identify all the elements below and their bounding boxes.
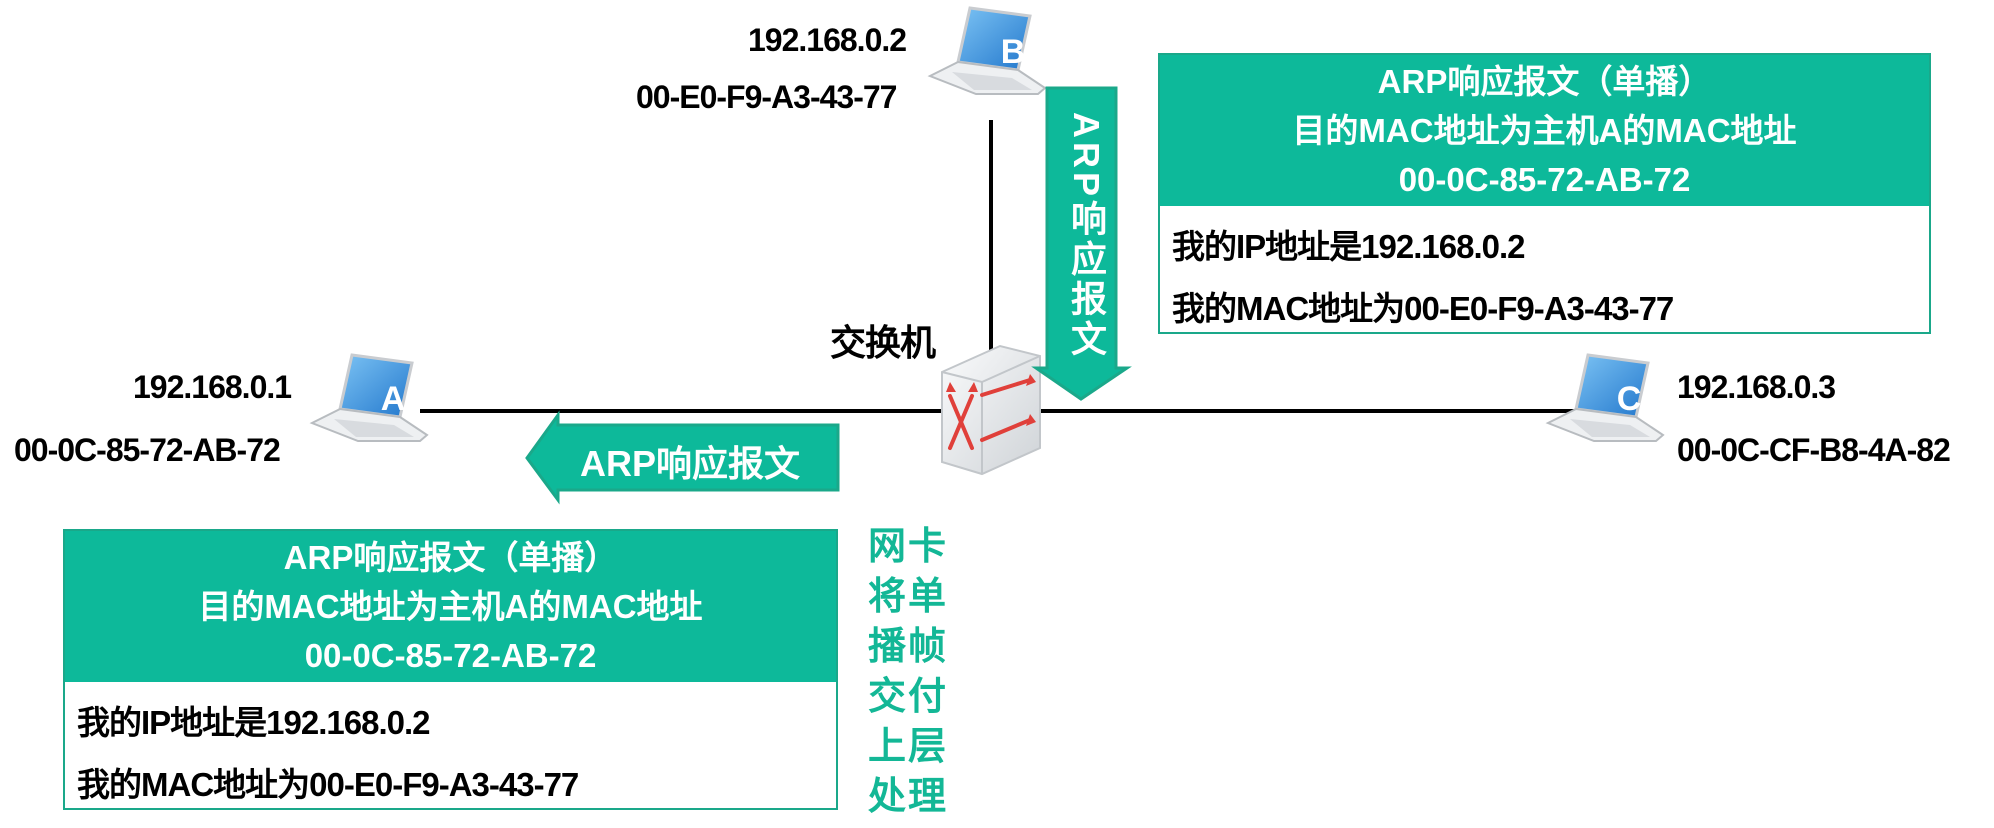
arrow-switch-to-a	[525, 410, 840, 505]
switch-label: 交换机	[830, 322, 936, 363]
packet-bottom-header-line2: 目的MAC地址为主机A的MAC地址	[198, 588, 703, 625]
host-a-ip: 192.168.0.1	[133, 369, 292, 405]
host-a-mac: 00-0C-85-72-AB-72	[14, 432, 281, 468]
arrow-b-to-switch	[1031, 86, 1132, 401]
packet-box-top-header: ARP响应报文（单播） 目的MAC地址为主机A的MAC地址 00-0C-85-7…	[1160, 55, 1929, 206]
switch-icon	[941, 344, 1041, 476]
packet-box-bottom-body: 我的IP地址是192.168.0.2 我的MAC地址为00-E0-F9-A3-4…	[65, 682, 836, 816]
packet-top-header-line1: ARP响应报文（单播）	[1377, 63, 1712, 100]
packet-top-header-line2: 目的MAC地址为主机A的MAC地址	[1292, 112, 1797, 149]
host-c-mac: 00-0C-CF-B8-4A-82	[1677, 432, 1951, 468]
host-b-ip: 192.168.0.2	[748, 22, 907, 58]
packet-bottom-header-line1: ARP响应报文（单播）	[283, 539, 618, 576]
packet-bottom-body-line1: 我的IP地址是192.168.0.2	[77, 704, 431, 741]
host-c-ip: 192.168.0.3	[1677, 369, 1836, 405]
laptop-a-icon	[310, 353, 429, 443]
packet-box-bottom-header: ARP响应报文（单播） 目的MAC地址为主机A的MAC地址 00-0C-85-7…	[65, 531, 836, 682]
packet-top-header-line3: 00-0C-85-72-AB-72	[1398, 161, 1691, 198]
laptop-b-icon	[928, 6, 1047, 96]
host-a-letter: A	[381, 380, 406, 418]
nic-note: 网卡将单播帧交付上层处理	[867, 526, 948, 818]
host-b-letter: B	[1001, 33, 1026, 71]
packet-top-body-line2: 我的MAC地址为00-E0-F9-A3-43-77	[1172, 290, 1674, 327]
packet-bottom-header-line3: 00-0C-85-72-AB-72	[304, 637, 597, 674]
packet-top-body-line1: 我的IP地址是192.168.0.2	[1172, 228, 1526, 265]
arrow-switch-to-a-label: ARP响应报文	[580, 443, 801, 484]
packet-box-top: ARP响应报文（单播） 目的MAC地址为主机A的MAC地址 00-0C-85-7…	[1158, 53, 1931, 334]
packet-box-bottom: ARP响应报文（单播） 目的MAC地址为主机A的MAC地址 00-0C-85-7…	[63, 529, 838, 810]
packet-bottom-body-line2: 我的MAC地址为00-E0-F9-A3-43-77	[77, 766, 579, 803]
host-c-letter: C	[1617, 380, 1642, 418]
host-b-mac: 00-E0-F9-A3-43-77	[636, 79, 897, 115]
packet-box-top-body: 我的IP地址是192.168.0.2 我的MAC地址为00-E0-F9-A3-4…	[1160, 206, 1929, 340]
laptop-c-icon	[1546, 353, 1665, 443]
arrow-b-to-switch-label: ARP响应报文	[1066, 112, 1107, 361]
